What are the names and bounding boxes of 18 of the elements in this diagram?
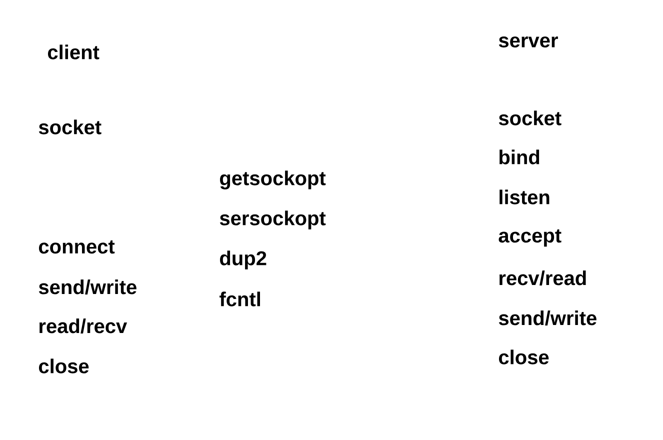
- function-name: getsockopt: [220, 170, 326, 190]
- function-name: dup2: [220, 250, 266, 270]
- function-name: socket: [38, 120, 102, 134]
- function-name: read/recv: [40, 318, 128, 334]
- function-name: close: [39, 358, 89, 374]
- function-name: send/write: [498, 310, 596, 326]
- function-name: accept: [498, 229, 562, 247]
- function-name: sersockopt: [220, 210, 326, 230]
- function-name: recv/read: [500, 270, 586, 286]
- function-name: close: [499, 350, 549, 364]
- column-heading: client: [48, 44, 100, 60]
- function-name: socket: [498, 110, 562, 126]
- function-name: send/write: [38, 280, 136, 294]
- function-name: listen: [500, 190, 550, 204]
- function-name: connect: [39, 240, 115, 254]
- column-heading: server: [498, 36, 558, 48]
- function-name: bind: [500, 150, 540, 164]
- function-name: fcntl: [220, 292, 260, 306]
